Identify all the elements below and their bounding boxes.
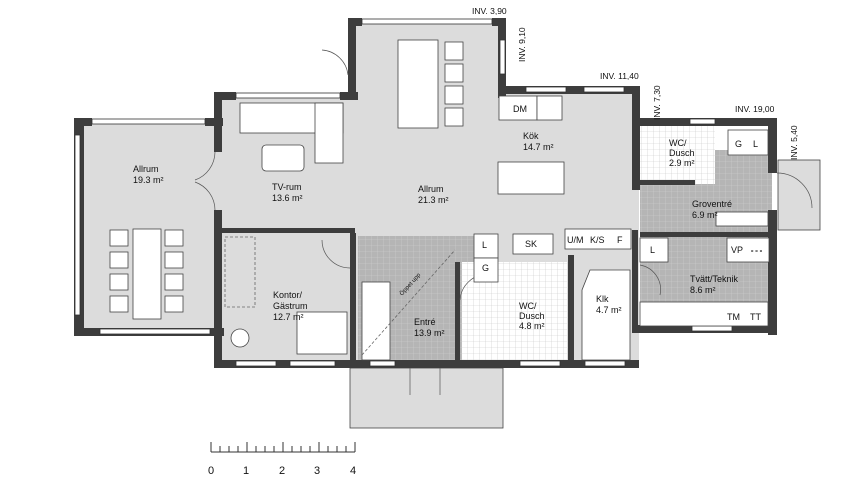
fixture-vp-dots: ∘∘∘	[750, 248, 763, 255]
windows	[74, 18, 733, 367]
scale-tick-label: 1	[243, 465, 249, 477]
fixture-g: G	[482, 263, 489, 273]
fixture-ks: K/S	[590, 235, 605, 245]
elevation-inv5: INV. 19,00	[735, 104, 775, 114]
scale-bar: 0 1 2 3 4	[208, 442, 356, 477]
elevation-labels: INV. 3,90 INV. 9,10 INV. 11,40 INV. 7,30…	[472, 6, 799, 160]
scale-tick-label: 2	[279, 465, 285, 477]
doors	[194, 49, 813, 395]
fixture-l: L	[753, 139, 758, 149]
fixture-tt: TT	[750, 312, 761, 322]
fixture-g: G	[735, 139, 742, 149]
fixture-um: U/M	[567, 235, 584, 245]
fixture-tm: TM	[727, 312, 740, 322]
elevation-inv4: INV. 7,30	[652, 85, 662, 120]
fixture-vp: VP	[731, 245, 743, 255]
scale-tick-label: 4	[350, 465, 356, 477]
elevation-inv1: INV. 3,90	[472, 6, 507, 16]
scale-tick-label: 0	[208, 465, 214, 477]
elevation-inv6: INV. 5,40	[789, 125, 799, 160]
elevation-inv2: INV. 9,10	[517, 27, 527, 62]
scale-tick-label: 3	[314, 465, 320, 477]
furniture	[109, 39, 770, 361]
fixture-sk: SK	[525, 239, 537, 249]
fixture-f: F	[617, 235, 623, 245]
fixture-l: L	[482, 240, 487, 250]
fixture-dm: DM	[513, 104, 527, 114]
fixture-l: L	[650, 245, 655, 255]
elevation-inv3: INV. 11,40	[600, 71, 639, 81]
